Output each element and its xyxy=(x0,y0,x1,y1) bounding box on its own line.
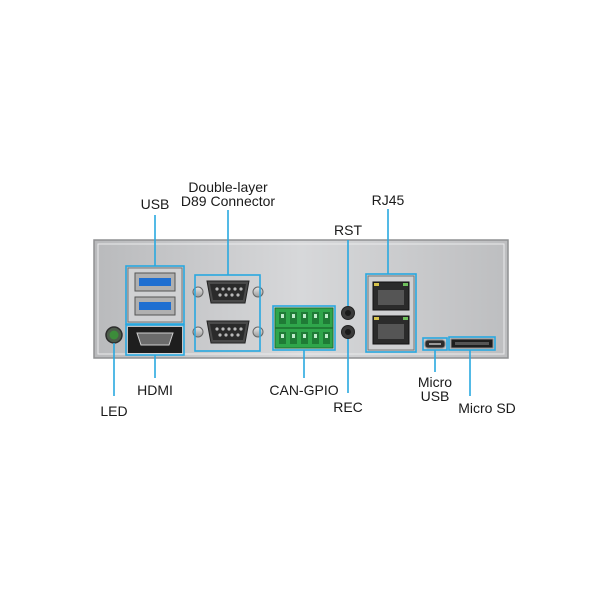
rst-label: RST xyxy=(334,222,362,238)
rec-label: REC xyxy=(333,399,363,415)
can-gpio-terminal xyxy=(274,307,334,349)
hdmi-port xyxy=(128,327,182,353)
led-indicator xyxy=(105,326,123,344)
micro-sd-label: Micro SD xyxy=(458,400,516,416)
led-label: LED xyxy=(100,403,128,419)
rj45-ports xyxy=(367,275,415,351)
micro-usb-port xyxy=(424,339,446,349)
rj45-callout-box xyxy=(365,273,417,353)
hdmi-label: HDMI xyxy=(137,382,173,398)
rst-button xyxy=(341,306,355,320)
micro-sd-slot xyxy=(450,338,494,349)
d89-label-line2: D89 Connector xyxy=(180,193,276,209)
micro-usb-label-line2: USB xyxy=(420,388,450,404)
can-gpio-label: CAN-GPIO xyxy=(269,382,339,398)
usb-label: USB xyxy=(140,196,170,212)
micro-sd-callout-box xyxy=(448,336,496,351)
rj45-label: RJ45 xyxy=(371,192,405,208)
usb-ports xyxy=(127,267,183,323)
d89-connector xyxy=(192,280,264,344)
micro-usb-label-line1: Micro xyxy=(417,374,453,390)
callouts xyxy=(113,209,496,396)
rec-button xyxy=(341,325,355,339)
d89-label-line1: Double-layer xyxy=(188,179,268,195)
